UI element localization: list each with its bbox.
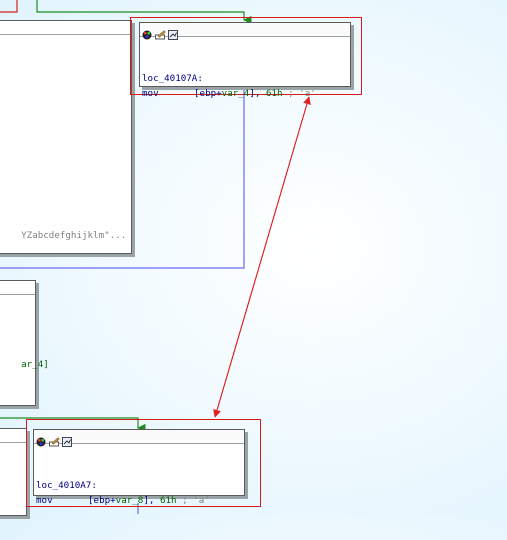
node-header — [0, 281, 35, 295]
partial-node-mid[interactable]: ar_4] — [0, 280, 49, 406]
immediate-value[interactable]: 61h — [159, 495, 177, 506]
code-instruction[interactable]: mov[ebp+var_4], 61h ; 'a' — [142, 88, 316, 99]
edge-red-top — [0, 0, 18, 13]
string-literal: YZabcdefghijklm"... — [21, 230, 127, 241]
comment: ; 'a' — [176, 495, 210, 506]
stack-variable[interactable]: var_8 — [115, 495, 144, 506]
node-header — [0, 21, 131, 35]
color-palette-icon[interactable] — [142, 25, 152, 39]
edge-red-xref — [214, 96, 311, 418]
var-operand: ar_4] — [21, 359, 49, 370]
partial-node-bottom[interactable] — [0, 428, 27, 516]
node-code: loc_40107A: mov[ebp+var_4], 61h ; 'a' — [140, 37, 350, 133]
code-instruction[interactable]: mov[ebp+var_8], 61h ; 'a' — [36, 495, 210, 506]
node-code: loc_4010A7: mov[ebp+var_8], 61h ; 'a' — [34, 444, 244, 540]
node-toolbar — [34, 430, 244, 447]
code-block-loc-4010A7[interactable]: loc_4010A7: mov[ebp+var_8], 61h ; 'a' — [33, 429, 245, 506]
code-label[interactable]: loc_40107A: — [142, 73, 203, 84]
instruction-mnemonic: mov — [142, 88, 159, 99]
node-header — [0, 429, 26, 443]
stack-variable[interactable]: var_4 — [221, 88, 250, 99]
highlight-frame-40107A — [130, 17, 362, 95]
node-toolbar — [140, 23, 350, 40]
graph-layout-icon[interactable] — [62, 432, 72, 447]
instruction-mnemonic: mov — [36, 495, 53, 506]
highlight-frame-4010A7 — [26, 419, 261, 507]
comment: ; 'a' — [282, 88, 316, 99]
rename-icon[interactable] — [155, 25, 166, 39]
code-block-loc-40107A[interactable]: loc_40107A: mov[ebp+var_4], 61h ; 'a' — [139, 22, 351, 99]
partial-node-top[interactable]: YZabcdefghijklm"... — [0, 20, 132, 254]
graph-layout-icon[interactable] — [168, 25, 178, 40]
color-palette-icon[interactable] — [36, 432, 46, 446]
code-label[interactable]: loc_4010A7: — [36, 480, 97, 491]
rename-icon[interactable] — [49, 432, 60, 446]
immediate-value[interactable]: 61h — [265, 88, 283, 99]
